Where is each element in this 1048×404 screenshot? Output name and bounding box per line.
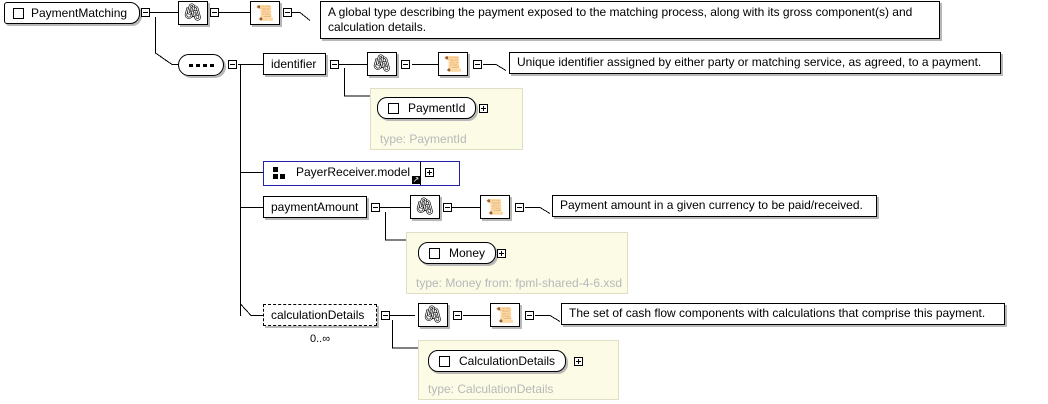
collapse-documentation-toggle[interactable]: [525, 311, 534, 320]
complex-type-icon: [13, 8, 24, 19]
collapse-documentation-toggle[interactable]: [283, 8, 292, 17]
expand-money-toggle[interactable]: [497, 249, 506, 258]
type-calculationdetails-box[interactable]: CalculationDetails: [428, 350, 567, 372]
scroll-icon[interactable]: 📜: [490, 303, 520, 327]
expand-calculationdetails-toggle[interactable]: [574, 357, 583, 366]
paymentamount-type-panel: Money type: Money from: fpml-shared-4-6.…: [406, 232, 628, 294]
type-money-box[interactable]: Money: [418, 242, 497, 264]
complex-type-icon: [388, 103, 399, 114]
type-label: type: CalculationDetails: [428, 382, 554, 396]
sequence-compositor[interactable]: [178, 54, 224, 76]
type-label: type: Money from: fpml-shared-4-6.xsd: [416, 276, 623, 290]
paperclip-icon[interactable]: 🖇: [367, 52, 397, 76]
scroll-icon[interactable]: 📜: [250, 1, 280, 25]
root-type-name: PaymentMatching: [31, 6, 128, 20]
collapse-calculationdetails-toggle[interactable]: [381, 311, 390, 320]
scroll-icon[interactable]: 📜: [480, 195, 510, 219]
paperclip-icon[interactable]: 🖇: [410, 195, 440, 219]
type-paymentid-box[interactable]: PaymentId: [377, 97, 477, 119]
collapse-annotation-toggle[interactable]: [443, 203, 452, 212]
calculationdetails-type-panel: CalculationDetails type: CalculationDeta…: [418, 340, 619, 400]
element-calculationdetails[interactable]: calculationDetails: [263, 304, 377, 326]
group-ref-box: PayerReceiver.model ↗: [264, 162, 421, 185]
paymentamount-documentation: Payment amount in a given currency to be…: [552, 195, 877, 217]
collapse-documentation-toggle[interactable]: [473, 60, 482, 69]
root-type-box[interactable]: PaymentMatching: [4, 2, 140, 24]
expand-group-toggle[interactable]: [425, 168, 434, 177]
calculationdetails-documentation: The set of cash flow components with cal…: [561, 303, 1005, 325]
collapse-annotation-toggle[interactable]: [210, 8, 219, 17]
paperclip-icon[interactable]: 🖇: [418, 303, 448, 327]
collapse-root-toggle[interactable]: [141, 8, 150, 17]
collapse-annotation-toggle[interactable]: [401, 60, 410, 69]
complex-type-icon: [429, 248, 440, 259]
element-paymentamount[interactable]: paymentAmount: [263, 196, 367, 218]
expand-paymentid-toggle[interactable]: [479, 104, 488, 113]
occurrence-label: 0..∞: [310, 333, 331, 345]
collapse-paymentamount-toggle[interactable]: [371, 203, 380, 212]
paperclip-icon[interactable]: 🖇: [178, 1, 208, 25]
root-documentation: A global type describing the payment exp…: [320, 1, 940, 39]
identifier-type-panel: PaymentId type: PaymentId: [370, 88, 523, 150]
collapse-sequence-toggle[interactable]: [228, 60, 237, 69]
group-payerreceiver-model[interactable]: PayerReceiver.model ↗: [263, 161, 460, 186]
element-identifier[interactable]: identifier: [263, 53, 326, 75]
collapse-documentation-toggle[interactable]: [515, 203, 524, 212]
sequence-icon: [189, 64, 214, 67]
scroll-icon[interactable]: 📜: [438, 52, 468, 76]
collapse-identifier-toggle[interactable]: [330, 60, 339, 69]
identifier-documentation: Unique identifier assigned by either par…: [509, 52, 1001, 74]
collapse-annotation-toggle[interactable]: [453, 311, 462, 320]
reference-arrow-icon: ↗: [412, 175, 420, 184]
group-icon: [273, 167, 285, 179]
complex-type-icon: [439, 356, 450, 367]
type-label: type: PaymentId: [380, 132, 467, 146]
